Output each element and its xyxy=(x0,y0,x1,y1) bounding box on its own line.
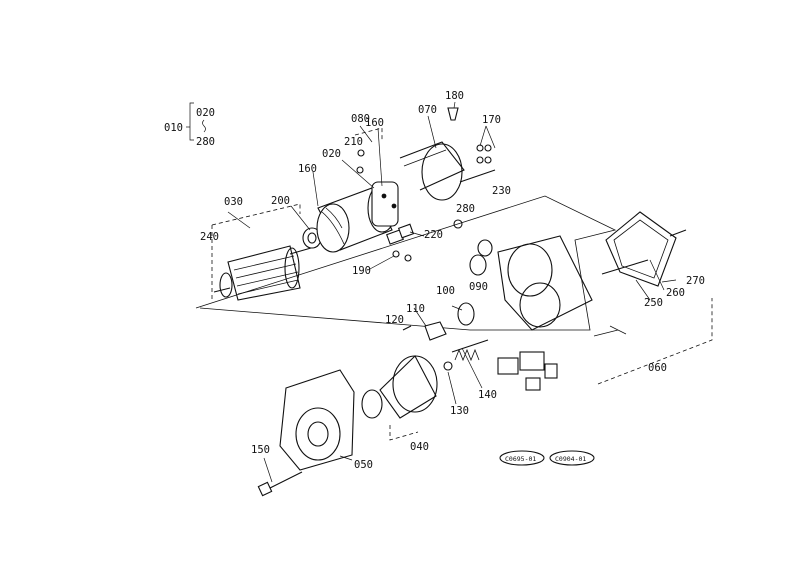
callout-group-010 xyxy=(186,102,206,141)
group-040-bracket xyxy=(389,425,419,441)
brush-parts xyxy=(386,223,415,262)
drive-assembly xyxy=(361,355,438,419)
callout-170: 170 xyxy=(482,114,501,126)
group-080-bracket xyxy=(354,127,383,140)
callout-210: 210 xyxy=(344,136,363,148)
leader-lines xyxy=(227,101,677,483)
cap-180 xyxy=(447,107,459,121)
reference-code-2: C0904-01 xyxy=(549,450,595,466)
callout-220: 220 xyxy=(424,229,443,241)
callout-280-top: 280 xyxy=(196,136,215,148)
callout-190: 190 xyxy=(352,265,371,277)
end-frame-070 xyxy=(399,141,465,201)
callout-100: 100 xyxy=(436,285,455,297)
reference-code-1-text: C0695-01 xyxy=(505,455,536,463)
callout-130: 130 xyxy=(450,405,469,417)
gear-housing xyxy=(453,219,593,331)
callout-060: 060 xyxy=(648,362,667,374)
callout-010: 010 xyxy=(164,122,183,134)
callout-030: 030 xyxy=(224,196,243,208)
callout-280: 280 xyxy=(456,203,475,215)
callout-120: 120 xyxy=(385,314,404,326)
callout-230: 230 xyxy=(492,185,511,197)
callout-150: 150 xyxy=(251,444,270,456)
armature xyxy=(213,245,319,301)
callout-270: 270 xyxy=(686,275,705,287)
cover-plate xyxy=(601,211,687,287)
gear-set xyxy=(402,302,475,341)
assembly-outline xyxy=(195,195,617,331)
group-060-bracket xyxy=(597,298,713,385)
group-030-bracket xyxy=(211,203,301,226)
yoke-assembly xyxy=(316,181,399,253)
callout-050: 050 xyxy=(354,459,373,471)
shaft-spring xyxy=(443,339,489,371)
callout-020-top: 020 xyxy=(196,107,215,119)
reference-code-2-text: C0904-01 xyxy=(555,455,586,463)
callout-040: 040 xyxy=(410,441,429,453)
callout-260: 260 xyxy=(666,287,685,299)
callout-080: 080 xyxy=(351,113,370,125)
callout-140: 140 xyxy=(478,389,497,401)
callout-labels: 010 020 280 080 160 070 180 170 020 210 … xyxy=(164,90,705,471)
callout-110: 110 xyxy=(406,303,425,315)
callout-240: 240 xyxy=(200,231,219,243)
callout-160-top: 160 xyxy=(365,117,384,129)
small-hardware-top xyxy=(356,107,496,183)
callout-200: 200 xyxy=(271,195,290,207)
callout-180: 180 xyxy=(445,90,464,102)
front-housing xyxy=(279,369,355,471)
bolt-150 xyxy=(257,471,303,497)
callout-160: 160 xyxy=(298,163,317,175)
switch-parts xyxy=(497,351,558,391)
callout-070: 070 xyxy=(418,104,437,116)
callout-020: 020 xyxy=(322,148,341,160)
callout-090: 090 xyxy=(469,281,488,293)
reference-code-1: C0695-01 xyxy=(499,450,545,466)
callout-250: 250 xyxy=(644,297,663,309)
